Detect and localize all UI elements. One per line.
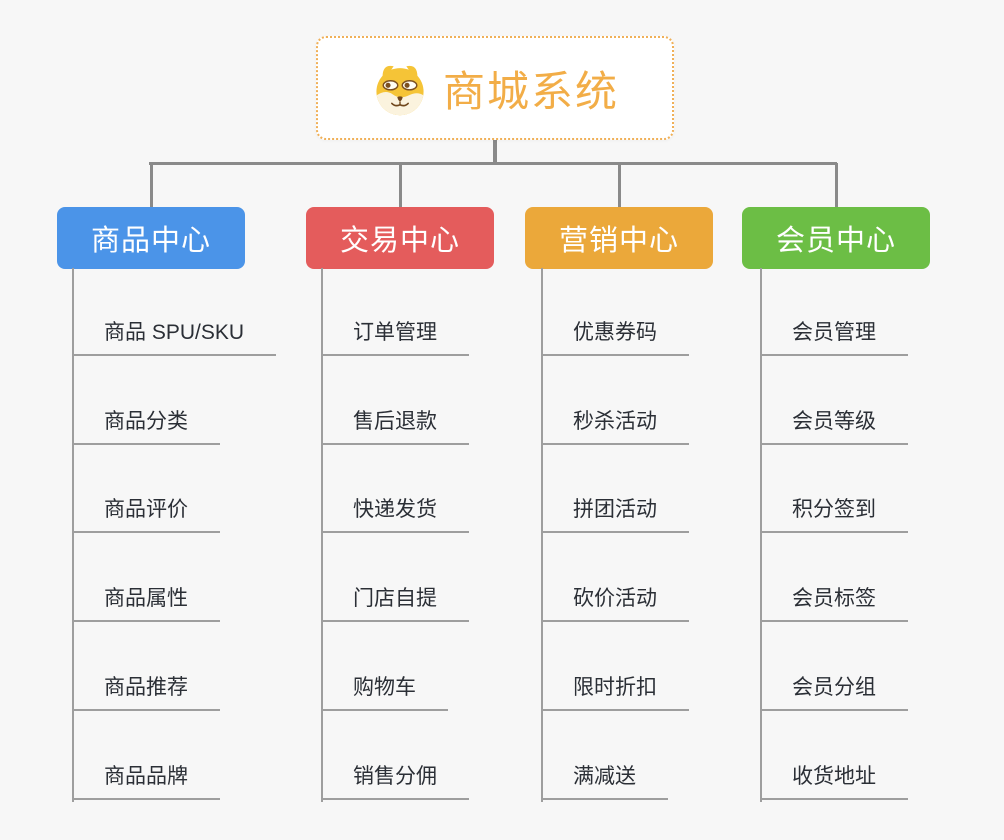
root-node[interactable]: 商城系统	[316, 36, 674, 140]
root-title: 商城系统	[442, 67, 619, 115]
branch-stub-connector	[618, 163, 621, 208]
leaf-node[interactable]: 销售分佣	[321, 762, 469, 800]
leaf-node[interactable]: 商品品牌	[72, 762, 220, 800]
branches-horizontal-connector	[149, 162, 837, 165]
leaf-node[interactable]: 积分签到	[760, 495, 908, 533]
branch-vertical-line	[72, 268, 74, 802]
branch-node-marketing-center[interactable]: 营销中心	[525, 207, 713, 269]
leaf-node[interactable]: 拼团活动	[541, 495, 689, 533]
leaf-node[interactable]: 商品属性	[72, 584, 220, 622]
leaf-node[interactable]: 限时折扣	[541, 673, 689, 711]
branch-node-trade-center[interactable]: 交易中心	[306, 207, 494, 269]
leaf-node[interactable]: 订单管理	[321, 318, 469, 356]
branch-vertical-line	[760, 268, 762, 802]
branch-stub-connector	[399, 163, 402, 208]
leaf-node[interactable]: 会员标签	[760, 584, 908, 622]
doge-face-icon	[371, 59, 429, 117]
leaf-node[interactable]: 售后退款	[321, 407, 469, 445]
leaf-node[interactable]: 商品推荐	[72, 673, 220, 711]
leaf-node[interactable]: 秒杀活动	[541, 407, 689, 445]
leaf-node[interactable]: 砍价活动	[541, 584, 689, 622]
leaf-node[interactable]: 商品分类	[72, 407, 220, 445]
leaf-node[interactable]: 满减送	[541, 762, 668, 800]
root-stem-connector	[493, 139, 497, 165]
leaf-node[interactable]: 会员分组	[760, 673, 908, 711]
branch-node-product-center[interactable]: 商品中心	[57, 207, 245, 269]
leaf-node[interactable]: 购物车	[321, 673, 448, 711]
branch-node-member-center[interactable]: 会员中心	[742, 207, 930, 269]
leaf-node[interactable]: 快递发货	[321, 495, 469, 533]
branch-vertical-line	[321, 268, 323, 802]
leaf-node[interactable]: 商品 SPU/SKU	[72, 318, 277, 356]
leaf-node[interactable]: 收货地址	[760, 762, 908, 800]
leaf-node[interactable]: 会员管理	[760, 318, 908, 356]
leaf-node[interactable]: 优惠券码	[541, 318, 689, 356]
branch-stub-connector	[835, 163, 838, 208]
leaf-node[interactable]: 商品评价	[72, 495, 220, 533]
leaf-node[interactable]: 门店自提	[321, 584, 469, 622]
branch-stub-connector	[150, 163, 153, 208]
branch-vertical-line	[541, 268, 543, 802]
leaf-node[interactable]: 会员等级	[760, 407, 908, 445]
